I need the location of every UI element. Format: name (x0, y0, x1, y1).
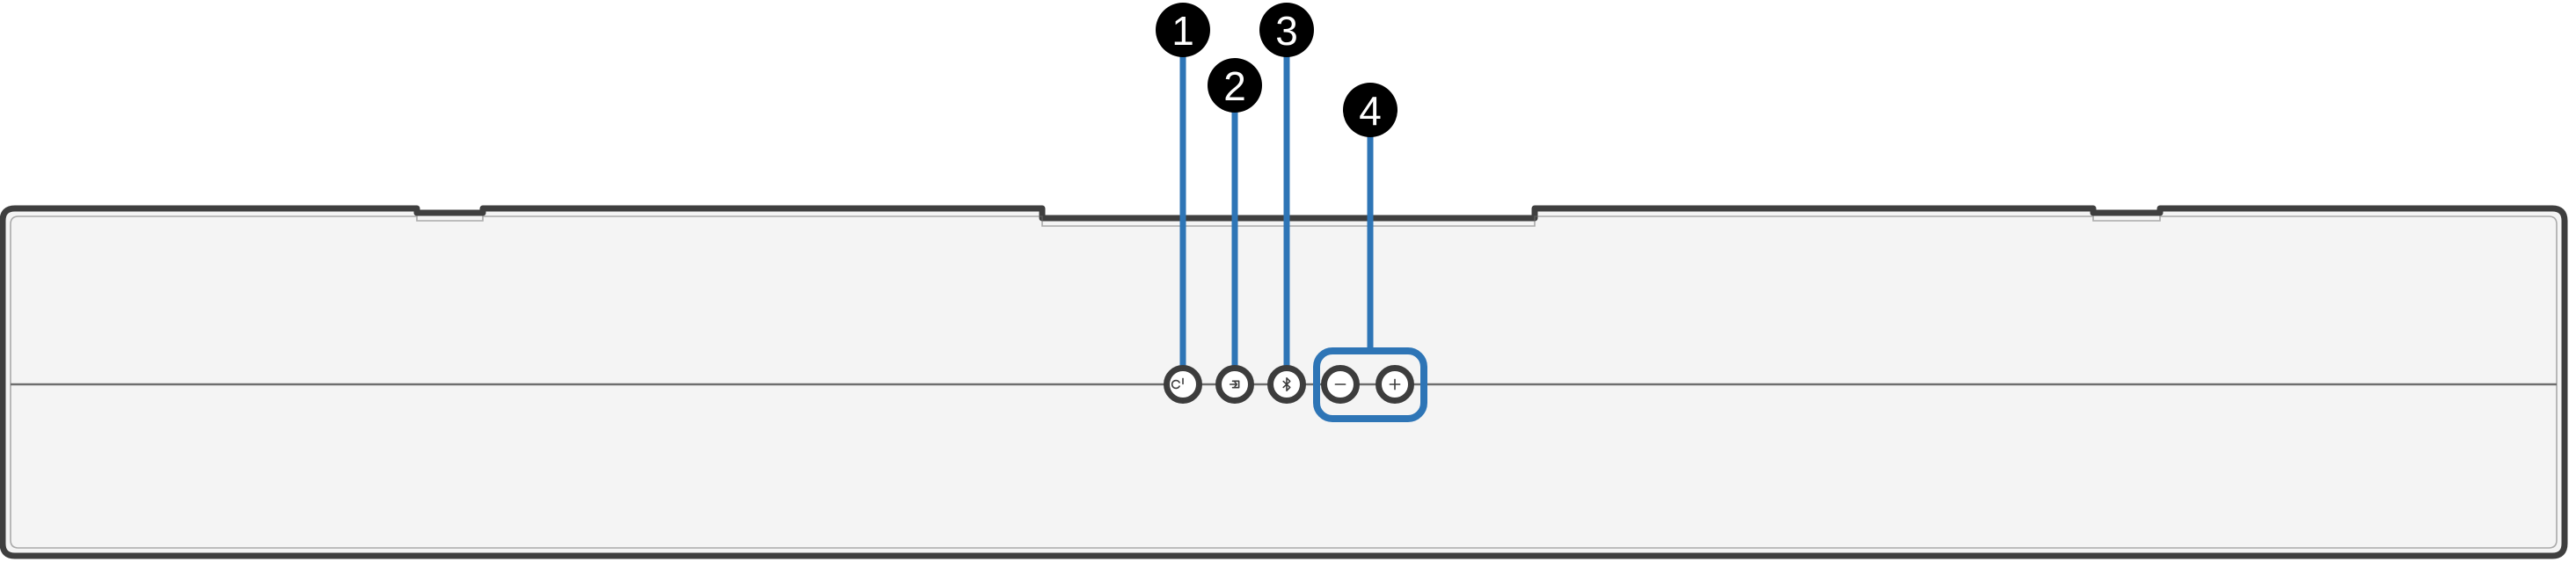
bluetooth-icon (1282, 377, 1291, 391)
callout-marker-1: 1 (1156, 3, 1210, 57)
control-button-power[interactable] (1163, 365, 1202, 405)
callout-marker-label: 2 (1223, 63, 1246, 109)
callout-marker-circle (1343, 83, 1397, 137)
button-inner-ring (1325, 369, 1355, 399)
callout-marker-circle (1156, 3, 1210, 57)
control-button-volume-down[interactable] (1320, 365, 1360, 405)
button-inner-ring (1168, 369, 1198, 399)
callout-marker-label: 1 (1171, 8, 1194, 54)
callout-marker-4: 4 (1343, 83, 1397, 137)
volume-group-highlight-box (1313, 347, 1427, 422)
input-source-icon (1229, 380, 1240, 389)
callout-marker-circle (1259, 3, 1314, 57)
control-button-bluetooth[interactable] (1266, 365, 1306, 405)
callout-marker-label: 3 (1275, 8, 1298, 54)
plus-icon (1389, 378, 1401, 390)
callout-marker-label: 4 (1359, 88, 1382, 134)
callout-marker-2: 2 (1208, 58, 1262, 113)
button-inner-ring (1272, 369, 1302, 399)
callout-marker-circle (1208, 58, 1262, 113)
callout-marker-3: 3 (1259, 3, 1314, 57)
control-button-volume-up[interactable] (1375, 365, 1414, 405)
power-icon (1171, 377, 1184, 390)
callout-markers-group: 123 4 (1156, 3, 1397, 137)
button-inner-ring (1220, 369, 1250, 399)
button-inner-ring (1380, 369, 1410, 399)
device-inner-bevel (10, 215, 2558, 549)
control-buttons-group (1163, 365, 1414, 405)
control-button-input-source[interactable] (1215, 365, 1254, 405)
